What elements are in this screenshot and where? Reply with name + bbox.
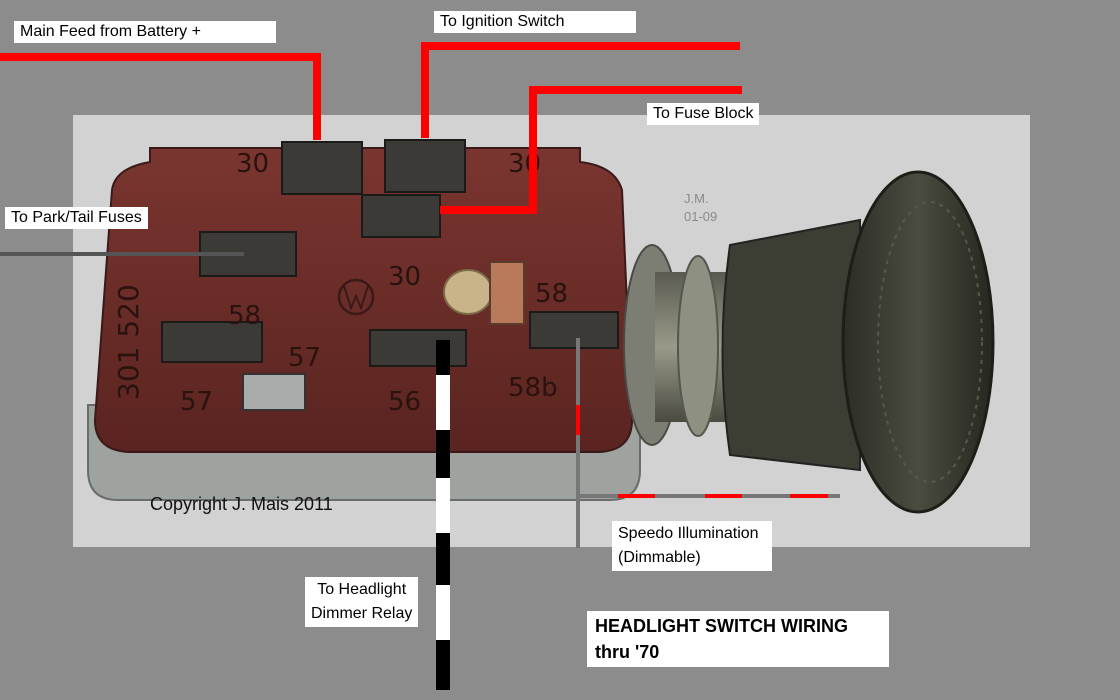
wire-ignition — [421, 42, 740, 138]
author-watermark: J.M. 01-09 — [684, 191, 718, 224]
terminal-mark-30-left: 30 — [236, 149, 269, 179]
terminal-58-lower — [161, 321, 263, 363]
knob-face — [877, 201, 983, 483]
terminal-30-feed — [281, 141, 363, 195]
terminal-30-fuse — [361, 194, 441, 238]
terminal-mark-58-left: 58 — [228, 301, 261, 331]
knob — [841, 170, 995, 514]
terminal-mark-58-right: 58 — [535, 279, 568, 309]
terminal-mark-56: 56 — [388, 387, 421, 417]
knob-stem — [721, 218, 861, 472]
wire-fuse-block — [440, 86, 742, 214]
label-ignition-switch: To Ignition Switch — [434, 11, 636, 33]
terminal-mark-30-center: 30 — [388, 262, 421, 292]
terminal-mark-58b: 58b — [508, 373, 558, 403]
wire-main-feed — [0, 53, 321, 140]
rivet-tab — [489, 261, 525, 325]
terminal-mark-57-left: 57 — [180, 387, 213, 417]
copyright-notice: Copyright J. Mais 2011 — [150, 494, 333, 514]
wire-speedo — [576, 338, 840, 548]
label-main-feed: Main Feed from Battery + — [14, 21, 276, 43]
terminal-58-right — [529, 311, 619, 349]
shaft-ring — [677, 255, 719, 437]
terminal-30-ignition — [384, 139, 466, 193]
terminal-mark-57-center: 57 — [288, 343, 321, 373]
label-dimmer-relay: To Headlight Dimmer Relay — [305, 577, 419, 627]
label-fuse-block: To Fuse Block — [647, 103, 760, 125]
terminal-56 — [369, 329, 467, 367]
vw-logo — [337, 278, 375, 316]
rivet — [443, 269, 493, 315]
diagram-title: HEADLIGHT SWITCH WIRING thru '70 — [587, 611, 889, 667]
label-speedo-illumination: Speedo Illumination (Dimmable) — [612, 521, 772, 571]
part-number: 301 520 — [112, 284, 145, 400]
terminal-57 — [242, 373, 306, 411]
wire-dimmer-relay — [436, 340, 450, 690]
label-park-tail-fuses: To Park/Tail Fuses — [5, 207, 148, 229]
